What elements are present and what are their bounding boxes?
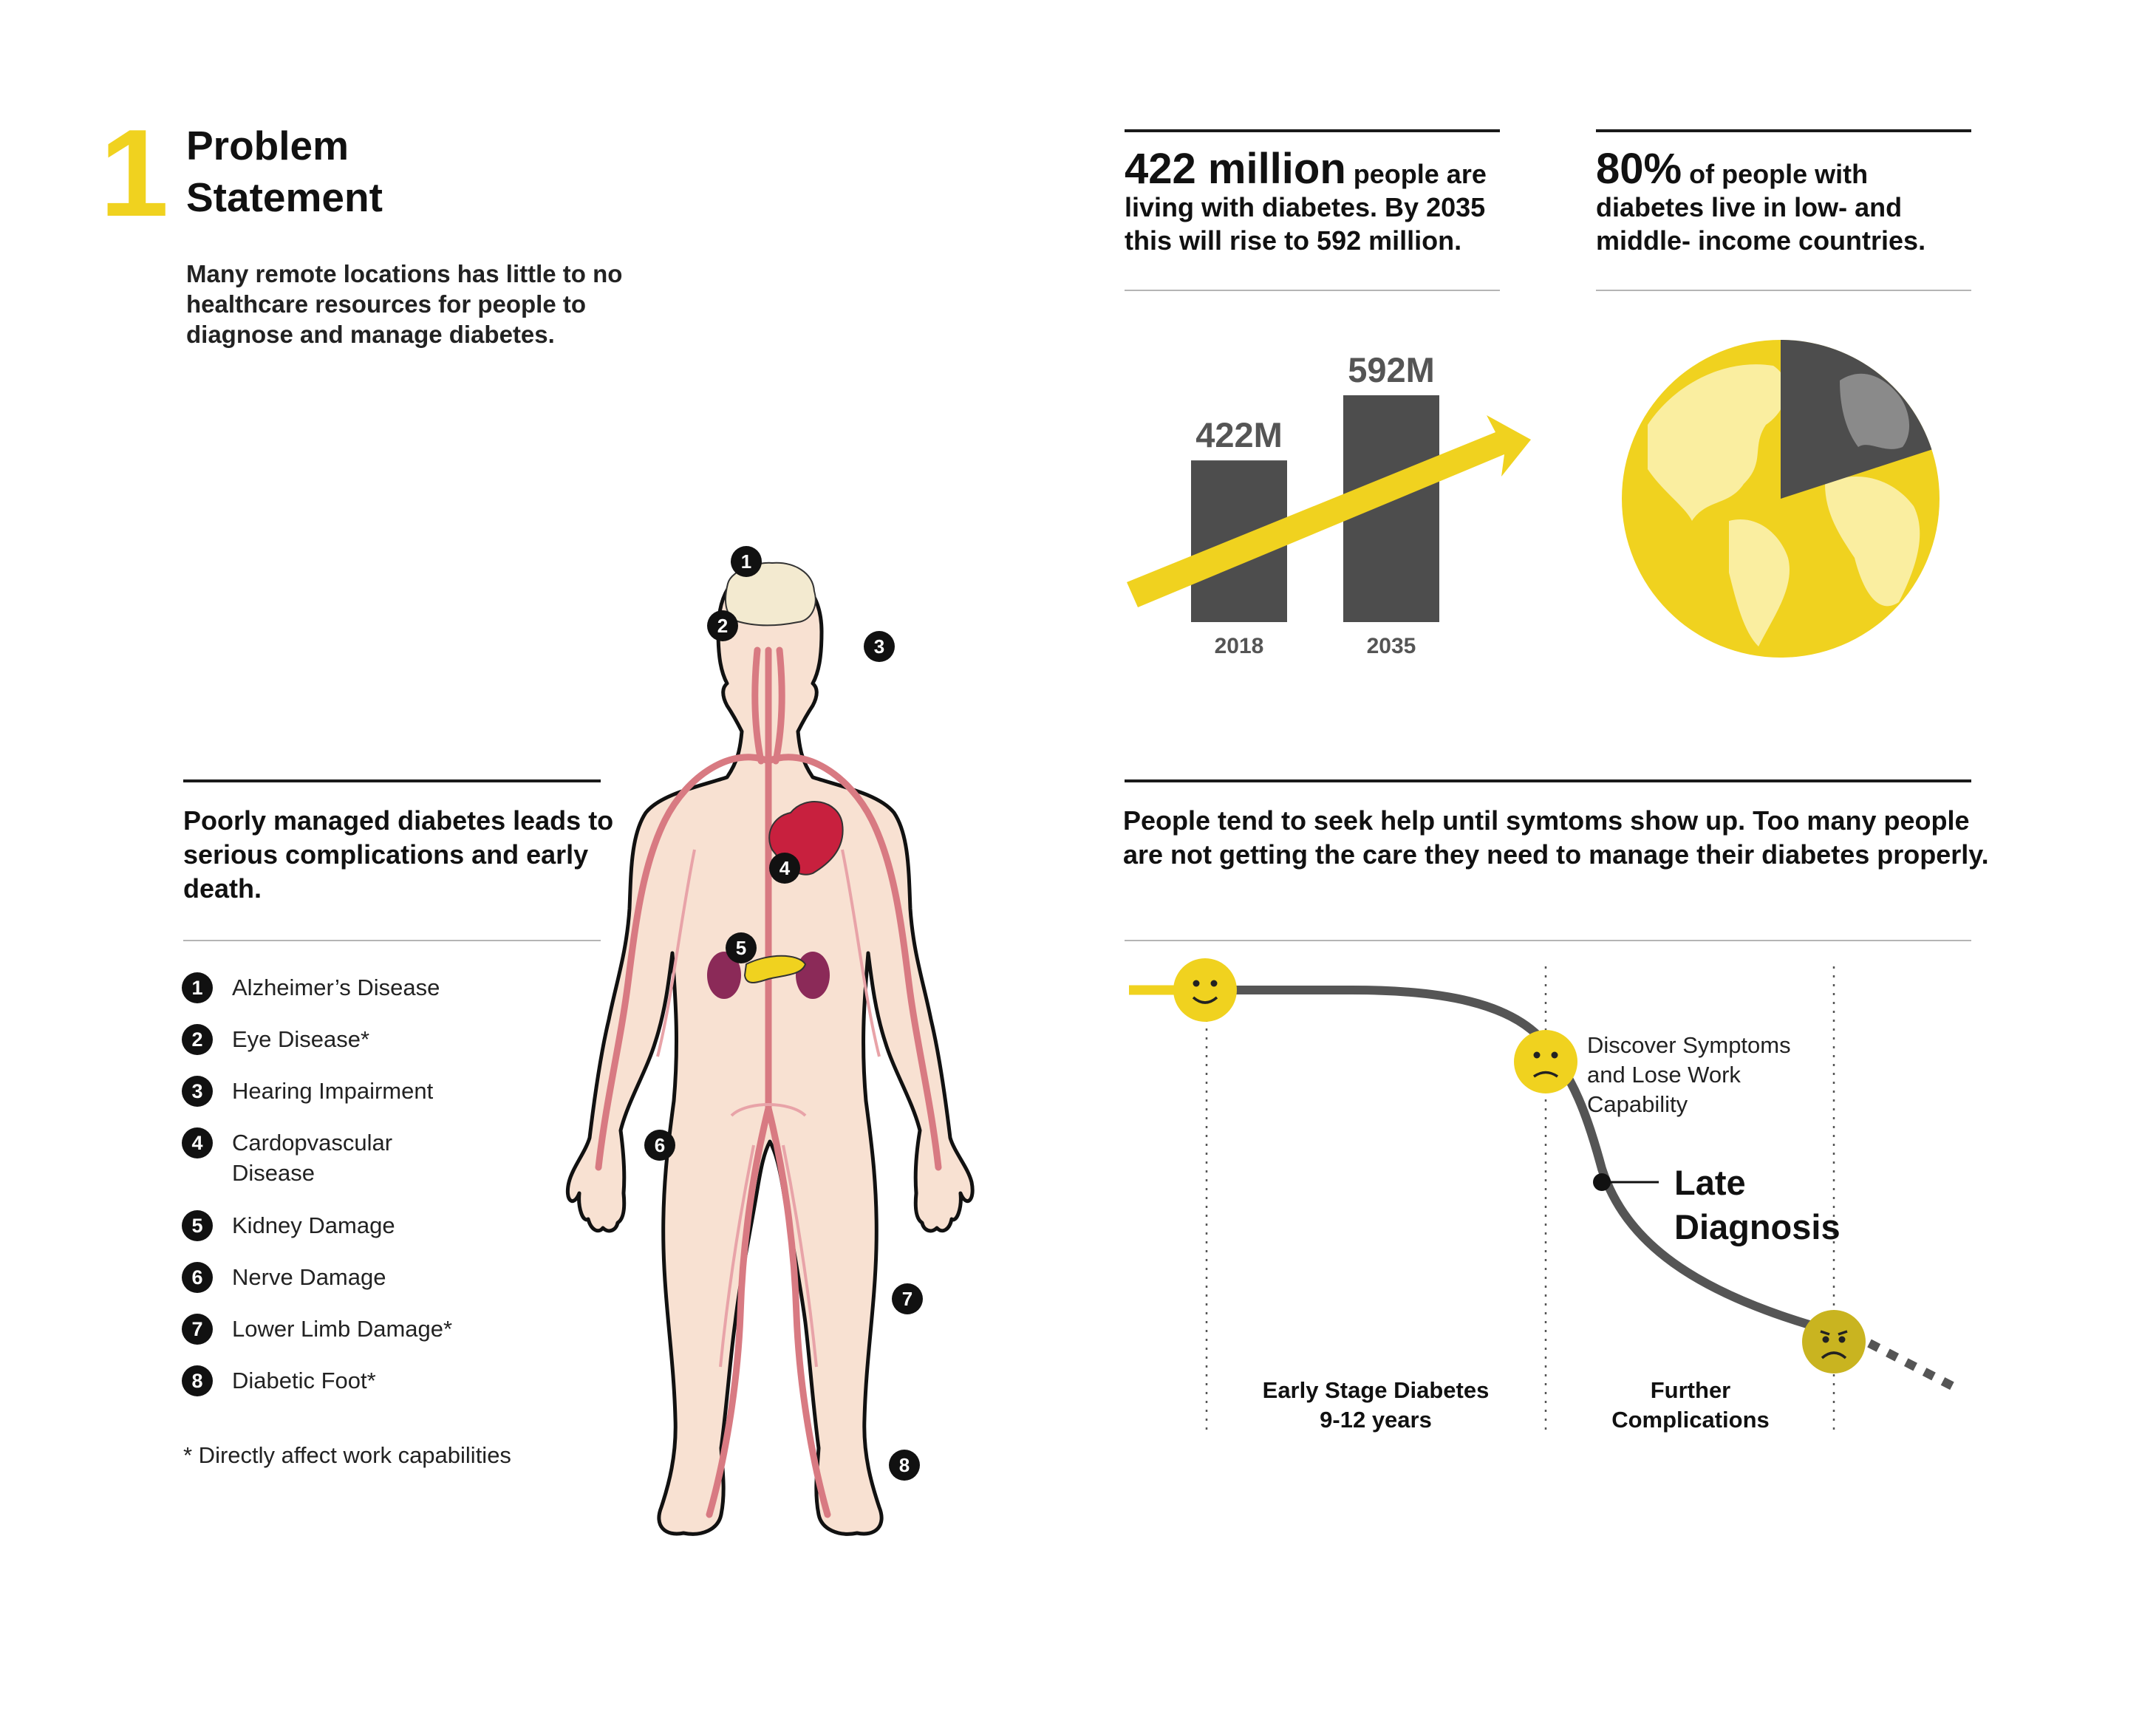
legend-item: 7 Lower Limb Damage*: [182, 1314, 452, 1345]
number-badge: 3: [182, 1076, 213, 1107]
legend-label: Nerve Damage: [232, 1264, 386, 1290]
legend-item: 8 Diabetic Foot*: [182, 1365, 376, 1396]
section-number: 1: [100, 103, 169, 242]
stat1-rest: people are living with diabetes. By 2035…: [1125, 159, 1487, 256]
timeline-curve: [1230, 986, 1834, 1336]
body-badge-2: 2: [717, 615, 728, 637]
stat1-big-number: 422 million: [1125, 145, 1346, 193]
kidney-right: [796, 952, 830, 999]
stat1-bottom-rule: [1125, 290, 1500, 291]
worried-face-icon: [1802, 1310, 1866, 1373]
stage1-label-line-1: Early Stage Diabetes: [1263, 1377, 1490, 1403]
stat2-text: 80% of people with diabetes live in low-…: [1596, 148, 1980, 257]
legend-label: Kidney Damage: [232, 1212, 395, 1238]
blood-vessels: [595, 646, 942, 1518]
number-badge: 2: [182, 1024, 213, 1055]
small-vessels: [656, 849, 881, 1368]
stat1-top-rule: [1125, 129, 1500, 132]
stage1-label-line-2: 9-12 years: [1320, 1407, 1432, 1433]
legend-label: Diabetic Foot*: [232, 1368, 376, 1393]
number-badge: 5: [182, 1210, 213, 1241]
number-badge: 4: [182, 1127, 213, 1158]
stat2-rest: of people with diabetes live in low- and…: [1596, 159, 1926, 256]
trend-arrow-icon: [1127, 415, 1531, 607]
stat2-bottom-rule: [1596, 290, 1971, 291]
title-line-1: Problem: [186, 123, 349, 168]
stat2-top-rule: [1596, 129, 1971, 132]
intro-paragraph: Many remote locations has little to no h…: [186, 260, 623, 348]
number-badge: 8: [182, 1365, 213, 1396]
diagnosis-timeline: Discover Symptoms and Lose Work Capabili…: [1129, 958, 1960, 1433]
body-badge-4: 4: [779, 857, 791, 879]
complications-top-rule: [183, 779, 601, 782]
bar-category-label: 2018: [1215, 634, 1264, 658]
legend-item: 2 Eye Disease*: [182, 1024, 369, 1055]
body-badge-5: 5: [736, 937, 746, 959]
bar-value-label: 422M: [1195, 415, 1283, 454]
body-number-badges: 1 2 3 4 5 6 7 8: [644, 546, 923, 1481]
late-diagnosis-line-1: Late: [1674, 1163, 1746, 1202]
body-badge-3: 3: [874, 635, 884, 658]
body-badge-7: 7: [902, 1288, 912, 1310]
legend-label: Hearing Impairment: [232, 1078, 434, 1104]
number-badge: 6: [182, 1262, 213, 1293]
legend-item: 5 Kidney Damage: [182, 1210, 395, 1241]
kidney-left: [707, 952, 741, 999]
symptoms-label-line-3: Capability: [1587, 1091, 1688, 1117]
stat1-text: 422 million people are living with diabe…: [1125, 148, 1509, 257]
legend-item: 4 Cardopvascular Disease: [182, 1127, 424, 1188]
help-top-rule: [1125, 779, 1971, 782]
footnote: * Directly affect work capabilities: [183, 1442, 511, 1468]
symptoms-label-line-1: Discover Symptoms: [1587, 1032, 1791, 1058]
timeline-continuation: [1867, 1339, 1960, 1393]
legend-label: Alzheimer’s Disease: [232, 975, 440, 1000]
number-badge: 7: [182, 1314, 213, 1345]
smile-face-icon: [1173, 958, 1237, 1022]
bar-category-label: 2035: [1367, 634, 1416, 658]
number-badge: 1: [182, 972, 213, 1003]
complications-bottom-rule: [183, 940, 601, 941]
population-bar-chart: 422M 2018 592M 2035: [1127, 350, 1531, 658]
pancreas: [743, 955, 807, 983]
body-badge-8: 8: [899, 1454, 910, 1476]
stage2-label-line-1: Further: [1651, 1377, 1731, 1403]
sad-face-icon: [1514, 1030, 1577, 1093]
legend-label: Cardopvascular Disease: [232, 1130, 393, 1186]
human-body-illustration: 1 2 3 4 5 6 7 8: [566, 546, 975, 1536]
globe-land-dark: [1840, 373, 1910, 449]
stage2-label-line-2: Complications: [1611, 1407, 1770, 1433]
late-diagnosis-line-2: Diagnosis: [1674, 1207, 1841, 1246]
body-badge-6: 6: [655, 1134, 665, 1156]
late-diagnosis-marker: [1593, 1173, 1611, 1191]
bar-value-label: 592M: [1348, 350, 1435, 389]
legend-item: 3 Hearing Impairment: [182, 1076, 433, 1107]
legend-item: 1 Alzheimer’s Disease: [182, 972, 440, 1003]
globe-icon: [1622, 340, 1940, 658]
page-title: Problem Statement: [186, 120, 630, 223]
legend-label: Lower Limb Damage*: [232, 1316, 453, 1342]
help-bottom-rule: [1125, 940, 1971, 941]
stat2-big-number: 80%: [1596, 145, 1682, 193]
legend-label: Eye Disease*: [232, 1026, 370, 1052]
body-badge-1: 1: [741, 550, 751, 573]
title-line-2: Statement: [186, 174, 383, 220]
help-heading: People tend to seek help until symtoms s…: [1123, 805, 1989, 870]
legend-item: 6 Nerve Damage: [182, 1262, 386, 1293]
complications-heading: Poorly managed diabetes leads to serious…: [183, 805, 614, 904]
symptoms-label-line-2: and Lose Work: [1587, 1062, 1741, 1088]
